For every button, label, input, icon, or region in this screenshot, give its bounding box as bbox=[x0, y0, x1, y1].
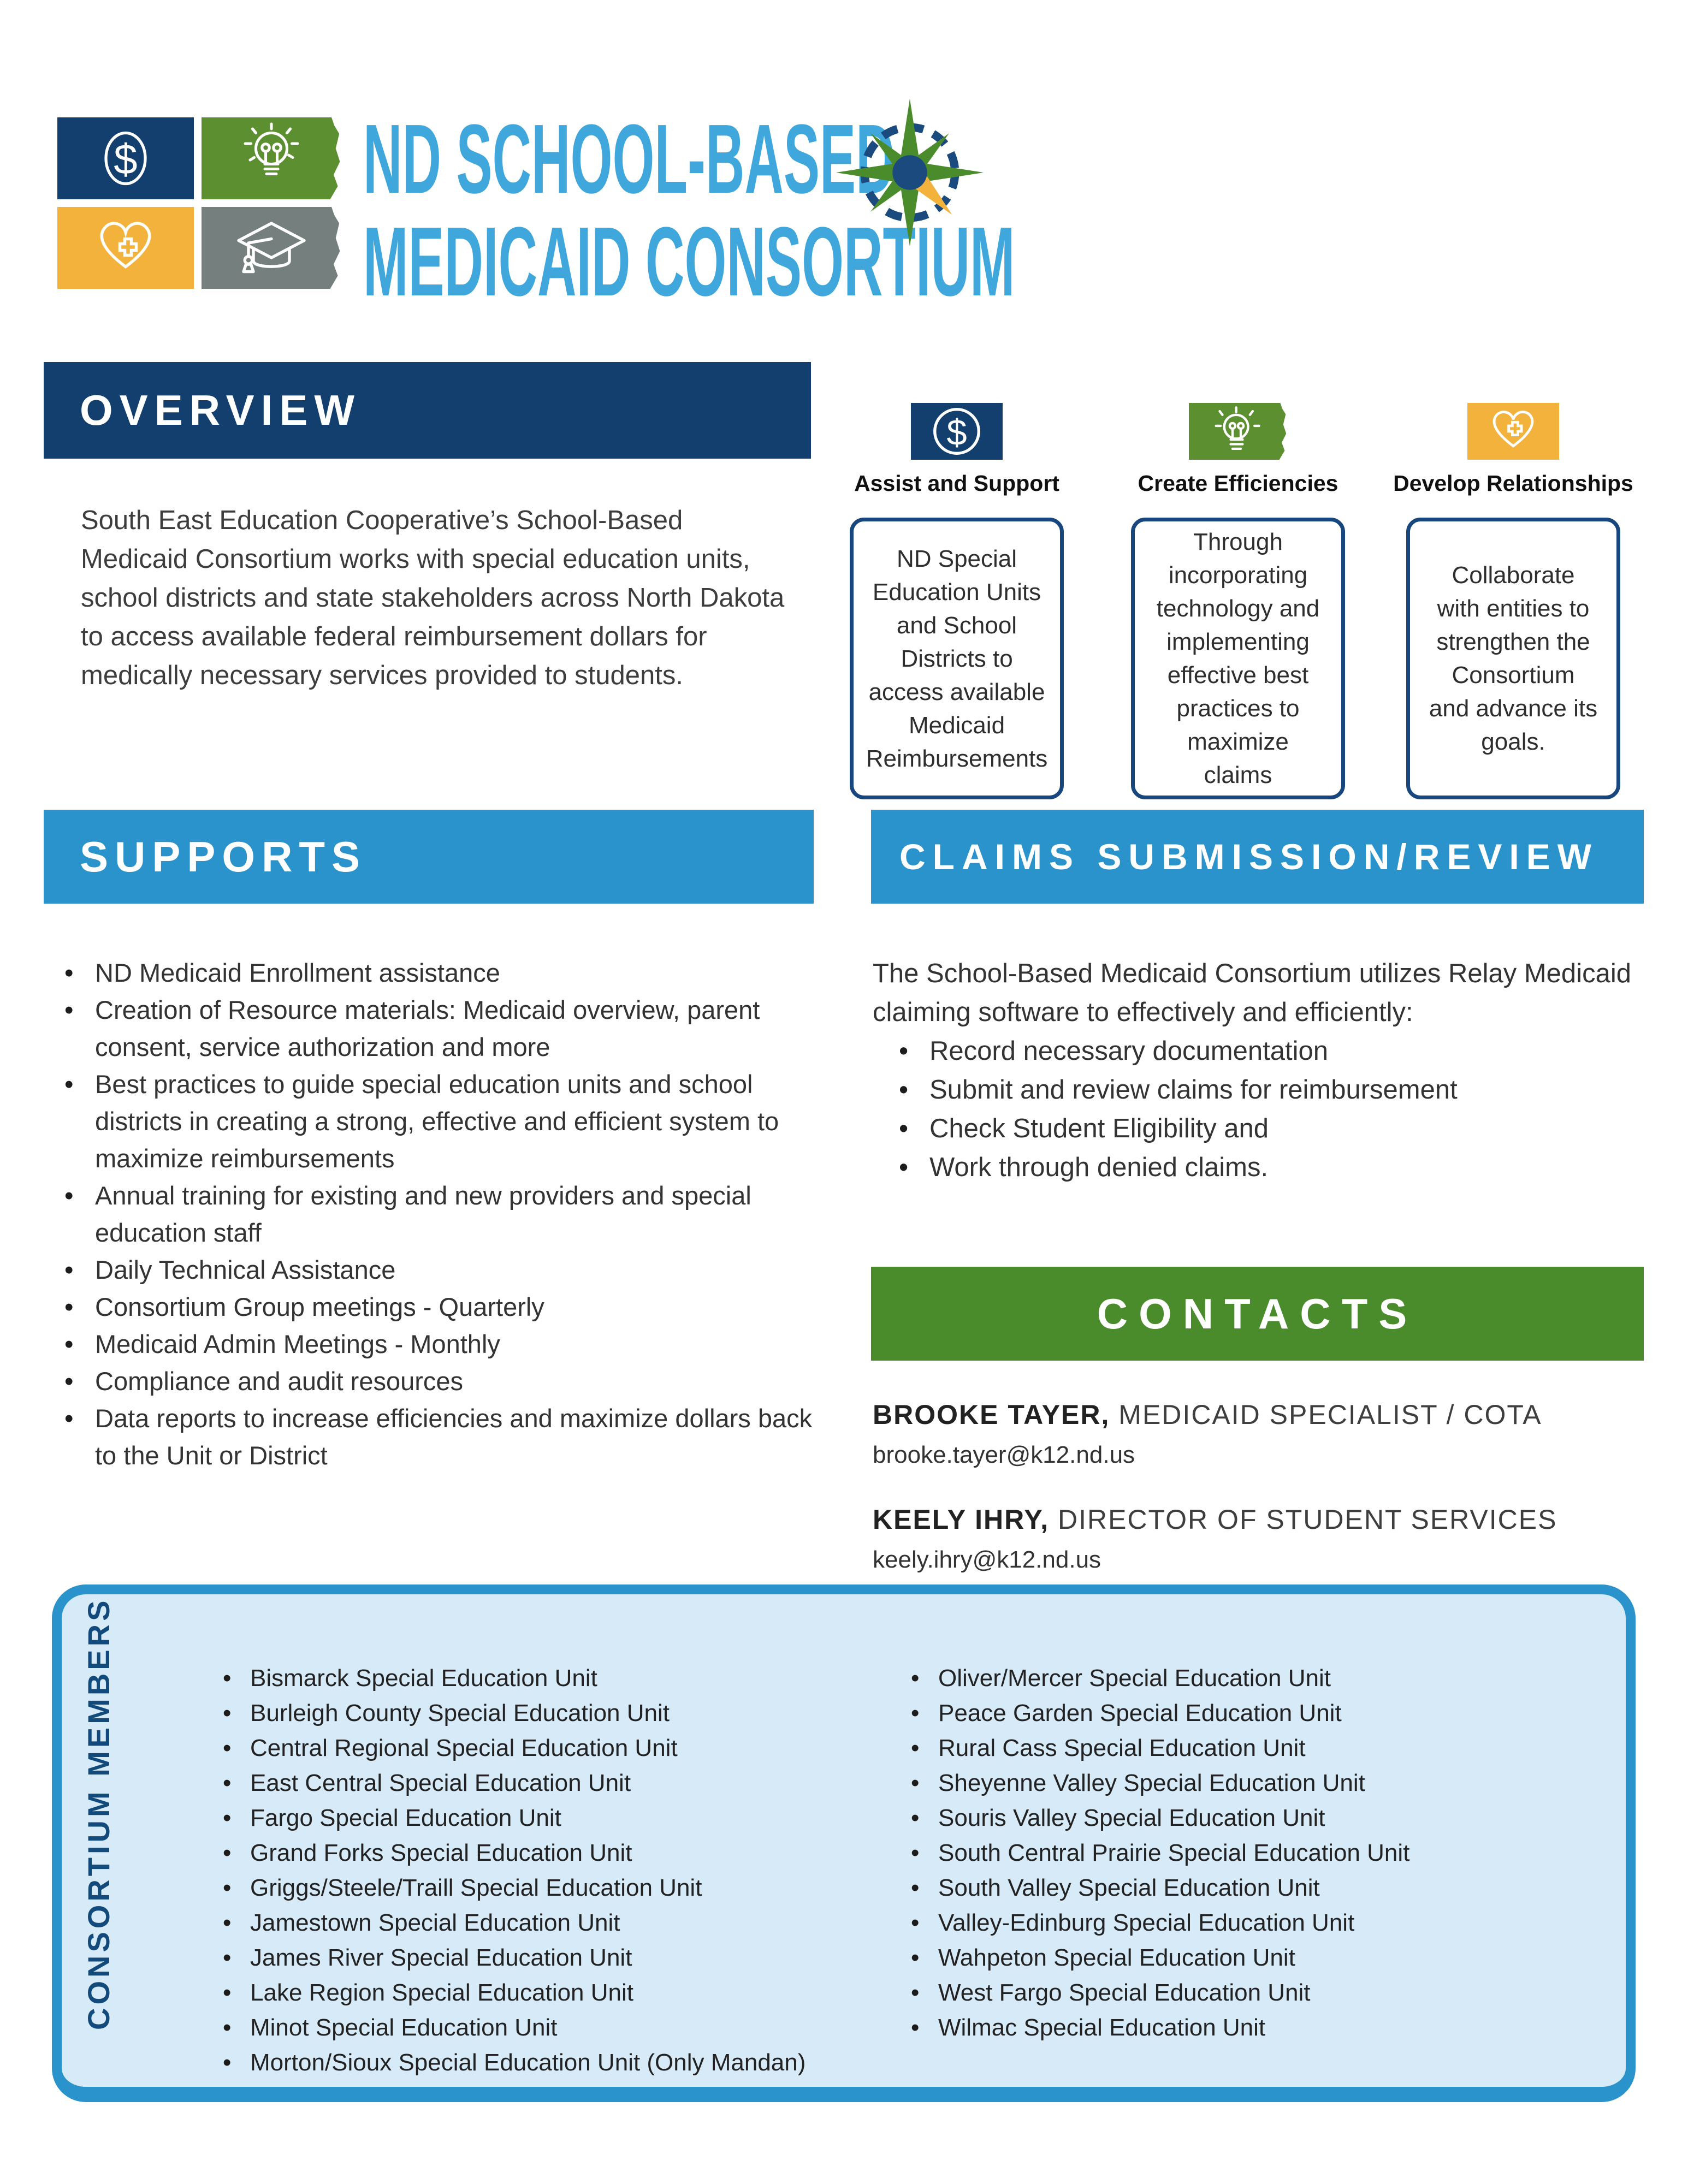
claims-list-item: Submit and review claims for reimburseme… bbox=[896, 1071, 1654, 1109]
member-list-item: West Fargo Special Education Unit bbox=[908, 1975, 1623, 2010]
members-list-1: Bismarck Special Education UnitBurleigh … bbox=[220, 1661, 902, 2080]
member-list-item: Bismarck Special Education Unit bbox=[220, 1661, 902, 1696]
member-list-item: Jamestown Special Education Unit bbox=[220, 1906, 902, 1940]
supports-list-item: Daily Technical Assistance bbox=[61, 1251, 826, 1289]
contacts-heading: CONTACTS bbox=[1097, 1289, 1418, 1338]
member-list-item: East Central Special Education Unit bbox=[220, 1766, 902, 1801]
supports-list-item: Annual training for existing and new pro… bbox=[61, 1177, 826, 1251]
claims-heading-bar: CLAIMS SUBMISSION/REVIEW bbox=[871, 810, 1644, 904]
overview-heading-bar: OVERVIEW bbox=[44, 362, 811, 459]
overview-heading: OVERVIEW bbox=[80, 386, 361, 434]
pillar-box-relationships: Collaborate with entities to strengthen … bbox=[1406, 518, 1620, 799]
supports-list-item: Best practices to guide special educatio… bbox=[61, 1066, 826, 1177]
supports-list-item: Creation of Resource materials: Medicaid… bbox=[61, 992, 826, 1066]
supports-list-item: Consortium Group meetings - Quarterly bbox=[61, 1289, 826, 1326]
member-list-item: South Valley Special Education Unit bbox=[908, 1871, 1623, 1906]
brand-title-line2: MEDICAID CONSORTIUM bbox=[363, 207, 1015, 317]
member-list-item: Grand Forks Special Education Unit bbox=[220, 1836, 902, 1871]
pillar-box-efficiency: Through incorporating technology and imp… bbox=[1131, 518, 1345, 799]
contact-name: BROOKE TAYER, bbox=[873, 1399, 1110, 1430]
member-list-item: Griggs/Steele/Traill Special Education U… bbox=[220, 1871, 902, 1906]
compass-rose-icon bbox=[834, 97, 985, 248]
claims-list-item: Check Student Eligibility and bbox=[896, 1109, 1654, 1148]
consortium-members-heading: CONSORTIUM MEMBERS bbox=[81, 1597, 116, 2030]
member-list-item: Central Regional Special Education Unit bbox=[220, 1731, 902, 1766]
member-list-item: Souris Valley Special Education Unit bbox=[908, 1801, 1623, 1836]
member-list-item: Sheyenne Valley Special Education Unit bbox=[908, 1766, 1623, 1801]
brand-title-line1: ND SCHOOL-BASED bbox=[363, 104, 895, 214]
pillar-icon-assist: $ bbox=[911, 403, 1003, 460]
supports-list-item: ND Medicaid Enrollment assistance bbox=[61, 954, 826, 992]
logo-tile-dollar: $ bbox=[57, 117, 194, 199]
pillar-icon-efficiency bbox=[1189, 403, 1287, 460]
contacts-heading-bar: CONTACTS bbox=[871, 1267, 1644, 1361]
contact-person: KEELY IHRY, DIRECTOR OF STUDENT SERVICES… bbox=[873, 1504, 1648, 1574]
member-list-item: Oliver/Mercer Special Education Unit bbox=[908, 1661, 1623, 1696]
supports-list: ND Medicaid Enrollment assistanceCreatio… bbox=[61, 954, 826, 1474]
claims-list-item: Work through denied claims. bbox=[896, 1148, 1654, 1187]
pillar-label-assist: Assist and Support bbox=[854, 471, 1059, 496]
pillar-text-assist: ND Special Education Units and School Di… bbox=[866, 545, 1048, 772]
svg-text:$: $ bbox=[114, 135, 137, 183]
member-list-item: Lake Region Special Education Unit bbox=[220, 1975, 902, 2010]
pillar-text-relationships: Collaborate with entities to strengthen … bbox=[1429, 562, 1598, 755]
pillar-icon-relationships bbox=[1467, 403, 1559, 460]
supports-list-item: Medicaid Admin Meetings - Monthly bbox=[61, 1326, 826, 1363]
pillar-label-efficiency: Create Efficiencies bbox=[1138, 471, 1338, 496]
contact-role: DIRECTOR OF STUDENT SERVICES bbox=[1049, 1504, 1557, 1535]
contact-role: MEDICAID SPECIALIST / COTA bbox=[1110, 1399, 1542, 1430]
member-list-item: Burleigh County Special Education Unit bbox=[220, 1696, 902, 1731]
lightbulb-icon bbox=[202, 117, 340, 199]
member-list-item: Minot Special Education Unit bbox=[220, 2010, 902, 2045]
graduation-cap-icon bbox=[202, 207, 340, 289]
supports-heading: SUPPORTS bbox=[80, 832, 367, 881]
claims-section: The School-Based Medicaid Consortium uti… bbox=[873, 954, 1654, 1187]
claims-list-item: Record necessary documentation bbox=[896, 1032, 1654, 1071]
dollar-icon: $ bbox=[911, 403, 1003, 460]
logo-tile-heart bbox=[57, 207, 194, 289]
member-list-item: James River Special Education Unit bbox=[220, 1940, 902, 1975]
heart-cross-icon bbox=[1467, 403, 1559, 460]
supports-list-item: Compliance and audit resources bbox=[61, 1363, 826, 1400]
members-column-2: Oliver/Mercer Special Education UnitPeac… bbox=[908, 1661, 1623, 2045]
pillar-box-assist: ND Special Education Units and School Di… bbox=[850, 518, 1064, 799]
contact-email: keely.ihry@k12.nd.us bbox=[873, 1546, 1101, 1573]
contacts-section: BROOKE TAYER, MEDICAID SPECIALIST / COTA… bbox=[873, 1399, 1648, 1574]
members-column-1: Bismarck Special Education UnitBurleigh … bbox=[220, 1661, 902, 2080]
pillar-label-relationships: Develop Relationships bbox=[1393, 471, 1633, 496]
claims-intro: The School-Based Medicaid Consortium uti… bbox=[873, 959, 1631, 1027]
dollar-icon: $ bbox=[57, 117, 194, 199]
overview-paragraph: South East Education Cooperative’s Schoo… bbox=[81, 506, 785, 690]
claims-list: Record necessary documentationSubmit and… bbox=[896, 1032, 1654, 1187]
logo-tile-lightbulb bbox=[202, 117, 340, 199]
contact-email: brooke.tayer@k12.nd.us bbox=[873, 1441, 1135, 1468]
member-list-item: South Central Prairie Special Education … bbox=[908, 1836, 1623, 1871]
heart-cross-icon bbox=[57, 207, 194, 289]
member-list-item: Valley-Edinburg Special Education Unit bbox=[908, 1906, 1623, 1940]
lightbulb-icon bbox=[1189, 403, 1286, 460]
svg-text:$: $ bbox=[946, 412, 967, 453]
logo-tile-gradcap bbox=[202, 207, 340, 289]
pillar-text-efficiency: Through incorporating technology and imp… bbox=[1156, 529, 1320, 788]
member-list-item: Fargo Special Education Unit bbox=[220, 1801, 902, 1836]
member-list-item: Wilmac Special Education Unit bbox=[908, 2010, 1623, 2045]
supports-heading-bar: SUPPORTS bbox=[44, 810, 814, 904]
contact-person: BROOKE TAYER, MEDICAID SPECIALIST / COTA… bbox=[873, 1399, 1648, 1469]
supports-list-item: Data reports to increase efficiencies an… bbox=[61, 1400, 826, 1474]
member-list-item: Morton/Sioux Special Education Unit (Onl… bbox=[220, 2045, 902, 2080]
claims-heading: CLAIMS SUBMISSION/REVIEW bbox=[899, 836, 1599, 877]
member-list-item: Rural Cass Special Education Unit bbox=[908, 1731, 1623, 1766]
brand-title: ND SCHOOL-BASED MEDICAID CONSORTIUM bbox=[363, 108, 1015, 313]
member-list-item: Peace Garden Special Education Unit bbox=[908, 1696, 1623, 1731]
members-list-2: Oliver/Mercer Special Education UnitPeac… bbox=[908, 1661, 1623, 2045]
member-list-item: Wahpeton Special Education Unit bbox=[908, 1940, 1623, 1975]
contact-name: KEELY IHRY, bbox=[873, 1504, 1050, 1535]
